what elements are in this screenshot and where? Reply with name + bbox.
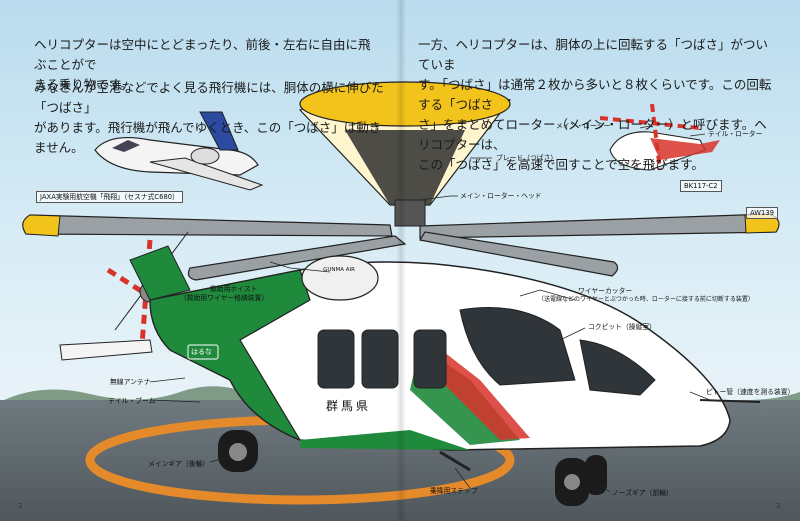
hoist-marking: GUNMA AIR xyxy=(323,267,355,273)
page-gutter xyxy=(396,0,406,521)
inset-bk117-illustration xyxy=(599,103,720,171)
cockpit-label: コクピット（操縦室） xyxy=(588,323,656,331)
left-paragraph-2: みなさんが空港などでよく見る飛行機には、胴体の横に伸びた「つばさ」 があります。… xyxy=(34,80,384,155)
right-paragraph: 一方、ヘリコプターは、胴体の上に回転する「つばさ」がついていま す。「つばさ」は… xyxy=(418,37,772,172)
model-name-label: AW139 xyxy=(746,207,778,219)
blade-label: ブレード（つばさ） xyxy=(496,154,558,162)
jaxa-plane-caption: JAXA実験用航空機「飛翔」（セスナ式C680） xyxy=(36,191,183,203)
wire-cutter-sublabel: （送電線などのワイヤーとぶつかった時、ローターに接する前に切断する装置） xyxy=(538,296,754,303)
inset-main-rotor-label: メイン・ローター xyxy=(556,122,611,130)
antenna-label: 無線アンテナ xyxy=(110,378,151,386)
boarding-step-label: 乗降用ステップ xyxy=(430,487,478,495)
tail-boom-label: テイル・ブーム xyxy=(108,397,156,405)
rescue-hoist-label: 救助用ホイスト xyxy=(210,285,258,293)
pitot-label: ピトー管（速度を測る装置） xyxy=(706,388,795,396)
wire-cutter-label: ワイヤーカッター xyxy=(578,287,633,295)
main-gear-label: メインギア（後輪） xyxy=(148,460,210,468)
main-rotor-blades xyxy=(22,91,780,281)
nickname-badge: はるな xyxy=(191,348,212,356)
helicopter-fuselage xyxy=(59,245,761,506)
inset-tail-rotor-label: テイル・ローター xyxy=(708,130,763,138)
rotor-cone xyxy=(298,81,512,227)
page-number-left: 2 xyxy=(18,502,23,510)
jaxa-jet-illustration xyxy=(94,111,264,191)
leader-lines xyxy=(149,125,711,493)
inset-model-label: BK117-C2 xyxy=(680,180,722,192)
rescue-hoist-sublabel: （救助用ワイヤー格納装置） xyxy=(180,294,269,302)
left-paragraph-1: ヘリコプターは空中にとどまったり、前後・左右に自由に飛ぶことがで きる乗り物です… xyxy=(34,37,371,92)
fuselage-marking: 群馬県 xyxy=(326,399,372,413)
nose-gear-label: ノーズギア（前輪） xyxy=(612,489,673,497)
page-number-right: 3 xyxy=(776,502,781,510)
main-rotor-head-label: メイン・ローター・ヘッド xyxy=(460,192,542,200)
